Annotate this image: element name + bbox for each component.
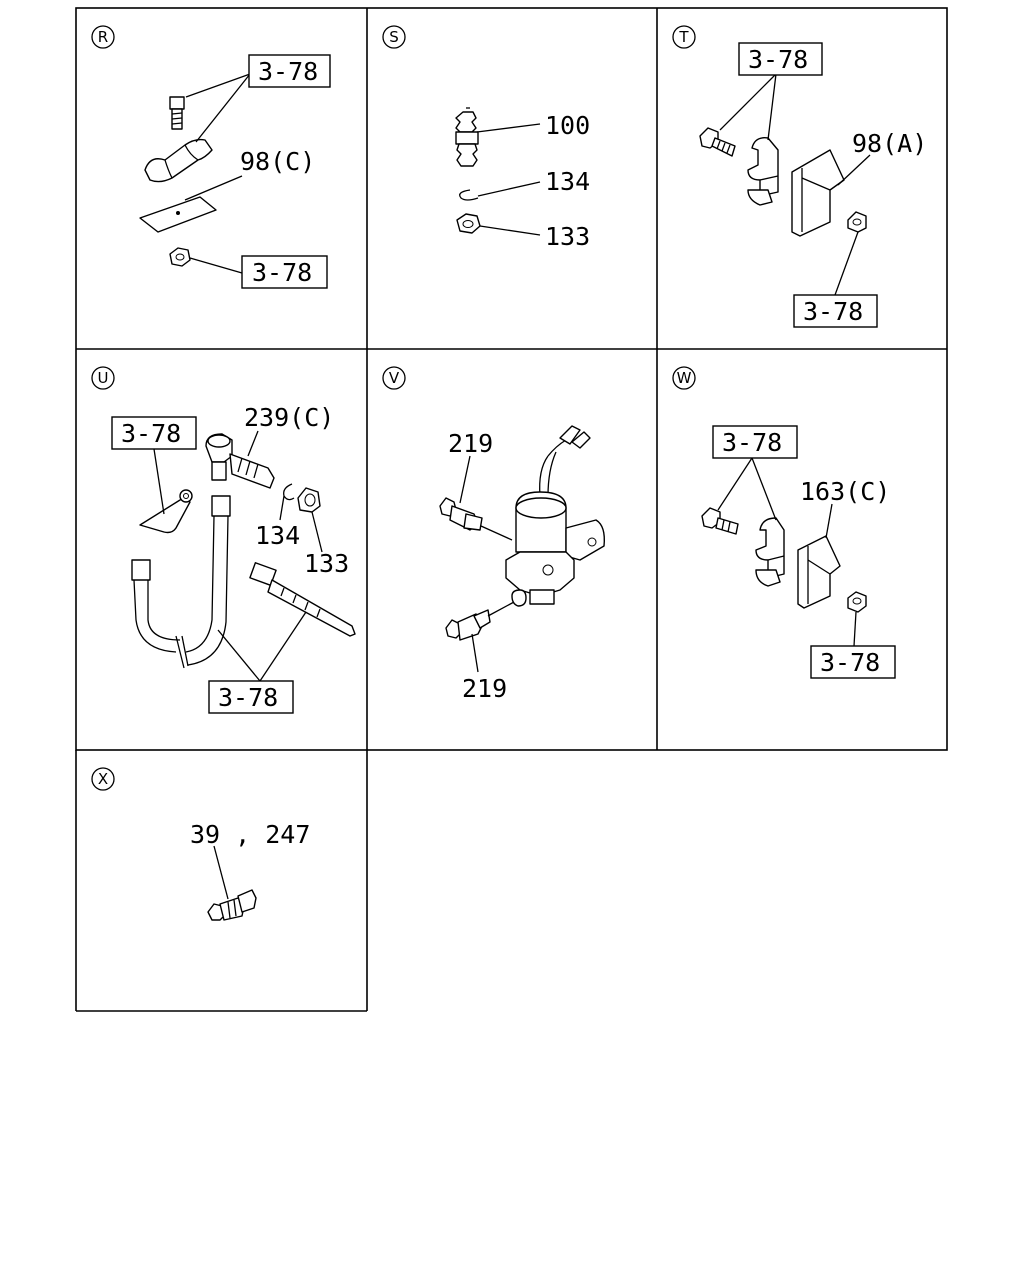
svg-text:V: V — [389, 369, 400, 387]
nut-icon — [169, 247, 191, 267]
bracket-icon — [797, 535, 841, 609]
callout-label: 3-78 — [722, 428, 782, 457]
ref-box — [241, 255, 328, 289]
svg-text:W: W — [677, 369, 692, 387]
callout-label: 3-78 — [258, 57, 318, 86]
nut-icon — [456, 213, 481, 234]
callout-label: 134 — [545, 167, 590, 196]
callout-label: 219 — [462, 674, 507, 703]
ref-box — [712, 425, 798, 459]
callout-label: 3-78 — [121, 419, 181, 448]
callout-label: 163(C) — [800, 477, 890, 506]
panel-w-marker: W — [672, 366, 696, 390]
panel-u-marker: U — [91, 366, 115, 390]
panel-v: V — [382, 366, 606, 703]
nut-icon — [847, 211, 867, 233]
clip-icon — [755, 517, 785, 587]
bracket-icon — [791, 149, 845, 237]
ref-box — [793, 294, 878, 328]
panel-frames — [75, 7, 948, 1012]
elbow-connector-icon — [205, 433, 275, 489]
snap-ring-icon — [283, 483, 295, 501]
svg-text:R: R — [98, 28, 108, 46]
nut-icon — [847, 591, 867, 613]
callout-label: 100 — [545, 111, 590, 140]
callout-label: 3-78 — [218, 683, 278, 712]
nut-icon — [297, 487, 321, 513]
callout-label: 3-78 — [820, 648, 880, 677]
panel-x-marker: X — [91, 767, 115, 791]
panel-s-marker: S — [382, 25, 406, 49]
panel-r-marker: R — [91, 25, 115, 49]
svg-text:T: T — [678, 28, 689, 46]
panel-v-marker: V — [382, 366, 406, 390]
callout-label: 98(A) — [852, 129, 927, 158]
svg-text:S: S — [389, 28, 399, 46]
callout-label: 219 — [448, 429, 493, 458]
callout-label: 39 , 247 — [190, 820, 310, 849]
callout-label: 133 — [304, 549, 349, 578]
bolt-icon — [169, 96, 185, 130]
clip-icon — [747, 137, 779, 206]
callout-label: 3-78 — [748, 45, 808, 74]
panel-w: W 3-78 163(C) — [672, 366, 896, 679]
snap-ring-icon — [459, 189, 479, 201]
plate-icon — [139, 196, 217, 233]
panel-u: U — [91, 366, 356, 714]
panel-s: S 100 134 133 — [382, 25, 590, 251]
callout-label: 133 — [545, 222, 590, 251]
wire-harness-icon — [539, 425, 591, 497]
ref-box — [208, 680, 294, 714]
callout-label: 239(C) — [244, 403, 334, 432]
svg-text:X: X — [98, 770, 108, 788]
callout-label: 3-78 — [803, 297, 863, 326]
cable-tie-icon — [249, 562, 356, 637]
hose-icon — [131, 495, 231, 669]
ref-box — [248, 54, 331, 88]
callout-label: 3-78 — [252, 258, 312, 287]
fitting-icon — [445, 601, 515, 641]
nipple-icon — [455, 107, 479, 167]
ref-box — [738, 42, 823, 76]
panel-t: T 3-78 98(A — [672, 25, 927, 328]
clip-icon — [144, 138, 213, 183]
panel-t-marker: T — [672, 25, 696, 49]
callout-label: 98(C) — [240, 147, 315, 176]
bolt-icon — [701, 507, 739, 535]
solenoid-valve-icon — [505, 491, 606, 607]
fitting-icon — [439, 497, 513, 541]
ref-box — [111, 416, 197, 450]
bolt-icon — [699, 127, 736, 157]
panel-x: X 39 , 247 — [91, 767, 310, 921]
ref-box — [810, 645, 896, 679]
svg-text:U: U — [98, 369, 109, 387]
nipple-icon — [207, 889, 257, 921]
panel-r: R 3-78 9 — [91, 25, 331, 289]
strap-icon — [139, 489, 193, 534]
callout-label: 134 — [255, 521, 300, 550]
